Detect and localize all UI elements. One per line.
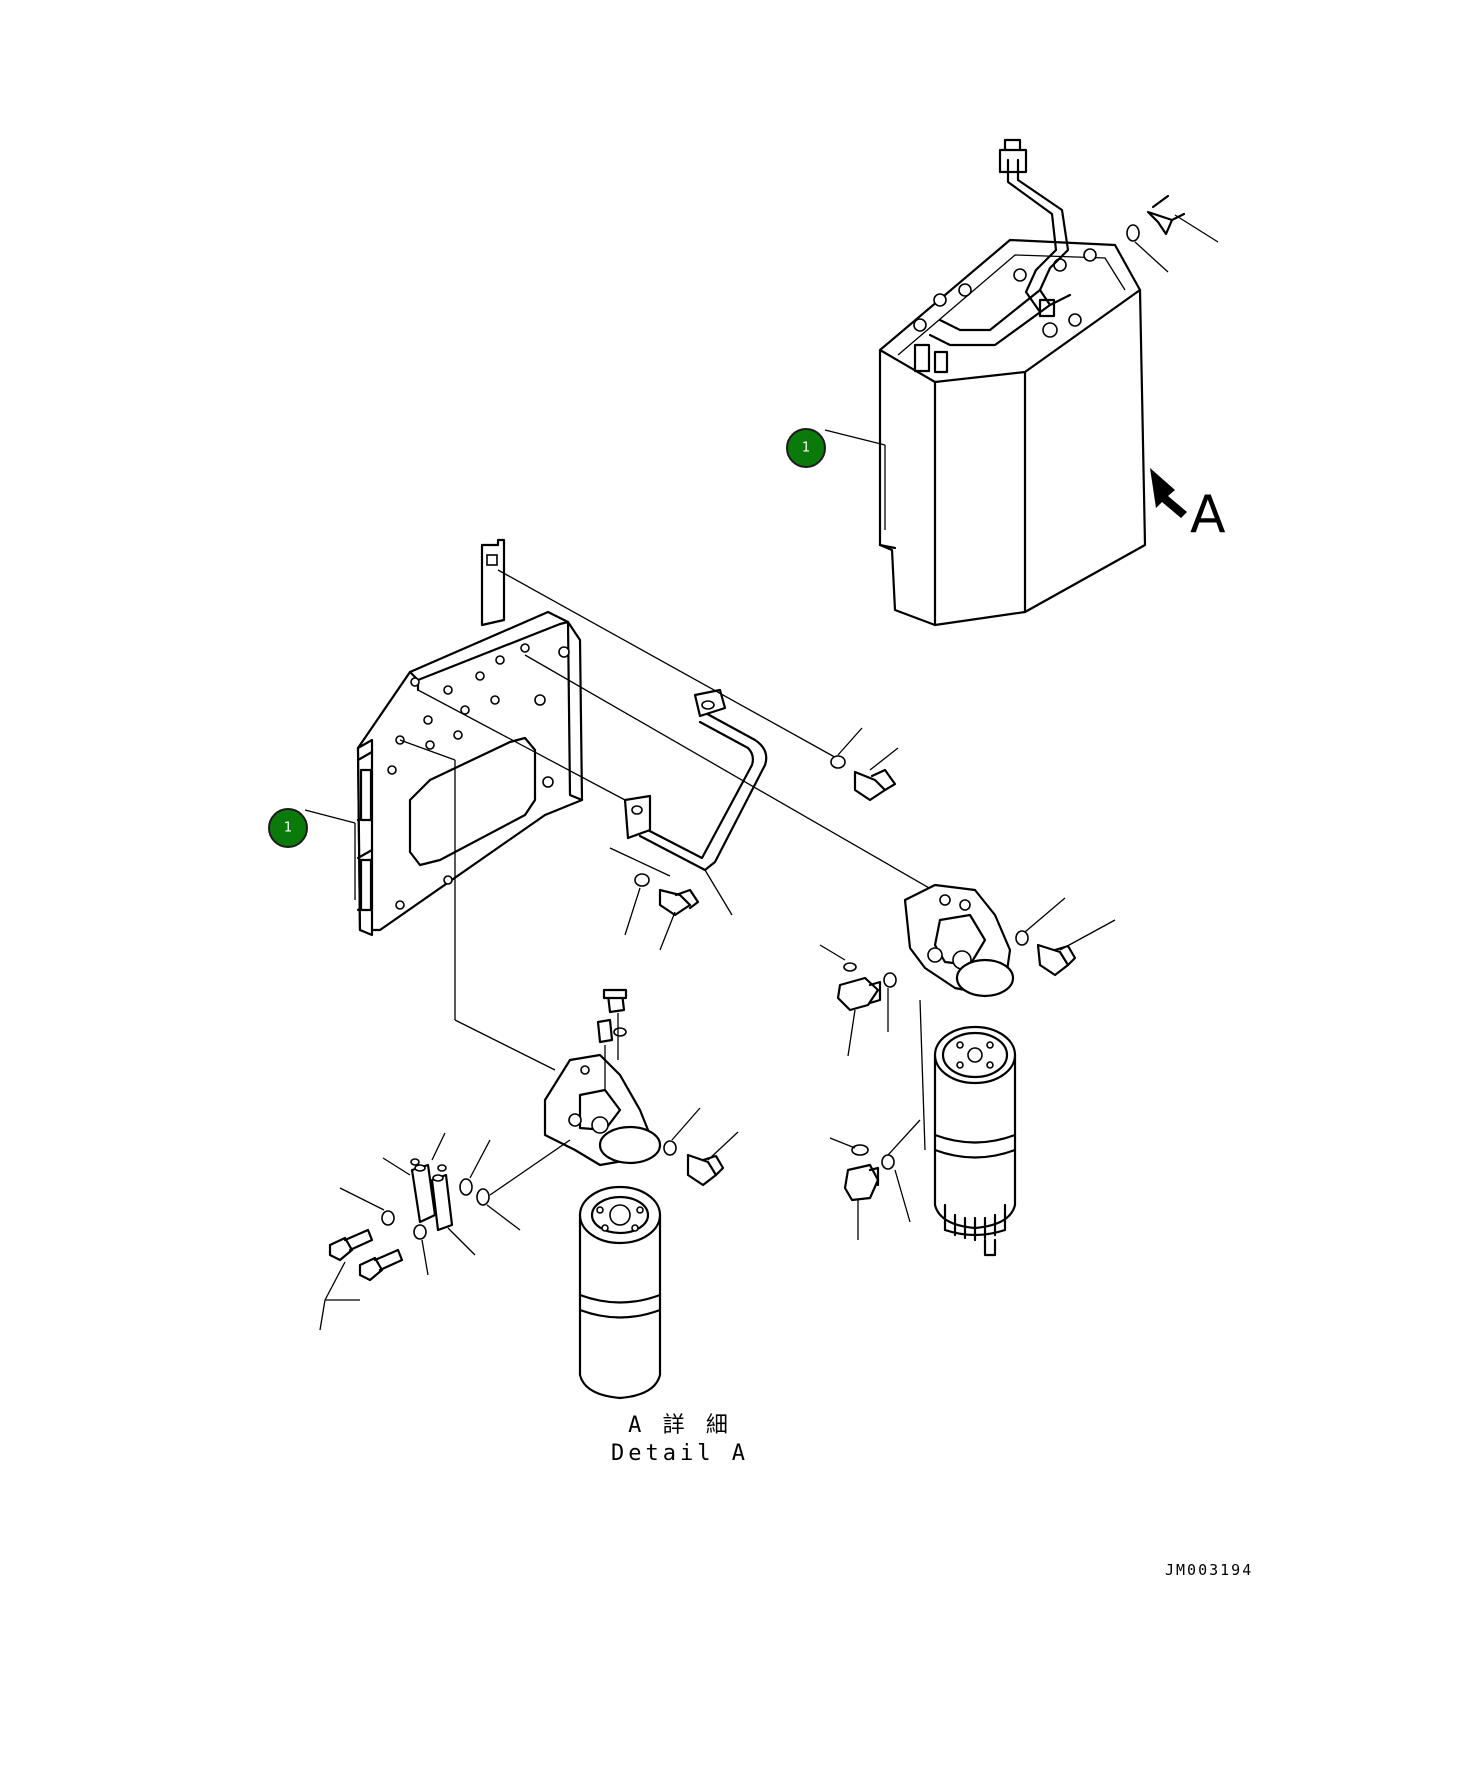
hardware-left [328, 1158, 490, 1282]
callout-1-bracket[interactable]: 1 [268, 808, 308, 848]
fuel-filter-cover [878, 138, 1186, 627]
bolt-lower-left [634, 873, 700, 917]
filter-cartridge-right [933, 1025, 1017, 1257]
filter-head-left [543, 988, 725, 1187]
filter-head-right [836, 883, 1077, 1012]
view-a-label: A [1190, 485, 1226, 545]
drawing-id: JM003194 [1165, 1561, 1253, 1579]
support-bar [623, 688, 768, 872]
callout-1-cover[interactable]: 1 [786, 428, 826, 468]
bolt-upper-right [830, 755, 897, 802]
detail-caption-en: Detail A [611, 1441, 749, 1466]
mounting-bracket [356, 538, 584, 937]
view-a-indicator: A [1150, 468, 1226, 545]
detail-caption-jp: A 詳 細 [628, 1413, 732, 1438]
filter-cartridge-left [578, 1185, 662, 1400]
drain-fittings-right [843, 1144, 895, 1202]
